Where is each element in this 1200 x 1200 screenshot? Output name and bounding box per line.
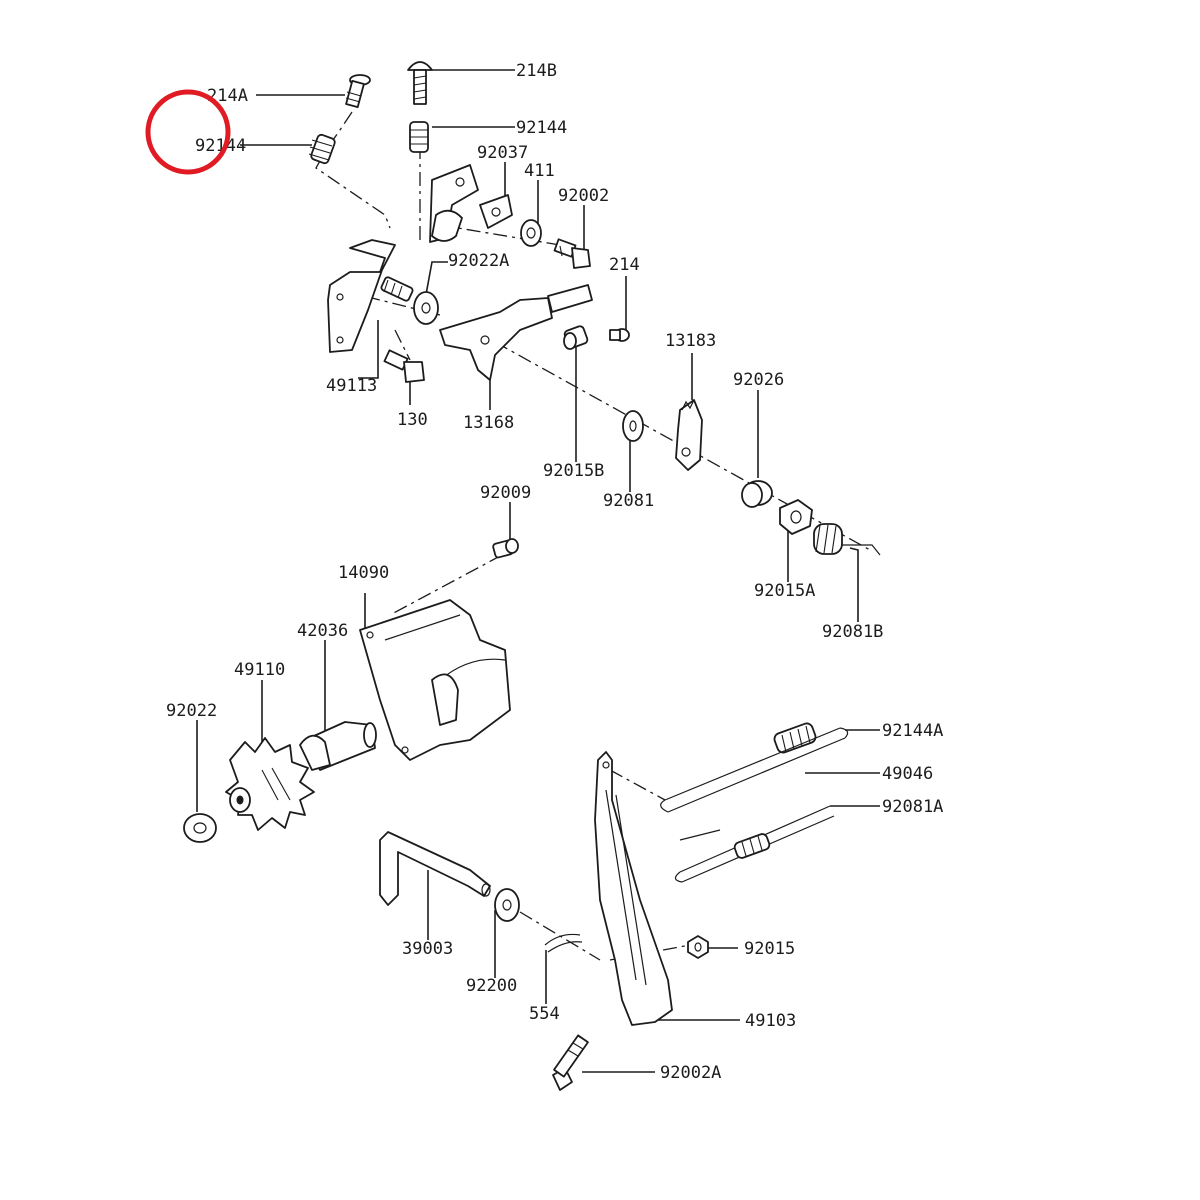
label-42036: 42036: [297, 621, 348, 641]
label-49110: 49110: [234, 660, 285, 680]
label-92144A: 92144A: [882, 721, 943, 741]
plate-49113: [327, 239, 396, 353]
leader-lines: [196, 69, 880, 1073]
label-92009: 92009: [480, 483, 531, 503]
spring-92081A: [674, 805, 835, 883]
nut-92015: [687, 935, 709, 959]
washer-92081: [622, 410, 644, 442]
label-92002: 92002: [558, 186, 609, 206]
label-214B: 214B: [516, 61, 557, 81]
label-39003: 39003: [402, 939, 453, 959]
label-92200: 92200: [466, 976, 517, 996]
nut-92015A: [779, 499, 813, 535]
lever-13168: [439, 284, 593, 381]
washer-92200: [494, 888, 520, 922]
label-13183: 13183: [665, 331, 716, 351]
label-92144-left: 92144: [195, 136, 246, 156]
label-411: 411: [524, 161, 555, 181]
washer-92022: [183, 813, 217, 843]
plate-13183: [675, 399, 703, 471]
screw-214B: [407, 61, 433, 105]
label-92037: 92037: [477, 143, 528, 163]
label-13168: 13168: [463, 413, 514, 433]
collar-92015B: [563, 325, 589, 350]
label-92081A: 92081A: [882, 797, 943, 817]
bolt-92002A: [552, 1034, 589, 1091]
crank-39003: [379, 831, 491, 906]
label-49046: 49046: [882, 764, 933, 784]
bolt-92002: [553, 238, 591, 269]
spring-92081B: [813, 523, 881, 556]
spring-92144-top: [409, 121, 429, 153]
collar-92026: [741, 480, 773, 508]
label-130: 130: [397, 410, 428, 430]
label-92015: 92015: [744, 939, 795, 959]
label-49113: 49113: [326, 376, 377, 396]
label-92081: 92081: [603, 491, 654, 511]
screw-92009: [492, 538, 519, 559]
label-92026: 92026: [733, 370, 784, 390]
screw-214: [609, 328, 630, 342]
label-214A: 214A: [207, 86, 248, 106]
label-92144-top: 92144: [516, 118, 567, 138]
assembly-center-lines: [315, 111, 871, 961]
bracket-92037: [429, 164, 513, 243]
part-labels: 214A 214B 92144 92144 92037 411 92002 92…: [166, 61, 943, 1083]
label-92015B: 92015B: [543, 461, 604, 481]
gear-49110: [225, 737, 315, 831]
label-92015A: 92015A: [754, 581, 815, 601]
lever-49103: [594, 751, 673, 1026]
spring-92144A: [773, 722, 817, 754]
label-92081B: 92081B: [822, 622, 883, 642]
washer-92022A: [380, 276, 439, 325]
washer-411: [520, 219, 542, 247]
housing-14090: [359, 599, 511, 761]
highlight-circle: [145, 89, 231, 175]
rod-49046: [660, 727, 849, 813]
label-14090: 14090: [338, 563, 389, 583]
label-49103: 49103: [745, 1011, 796, 1031]
label-92002A: 92002A: [660, 1063, 721, 1083]
label-214: 214: [609, 255, 640, 275]
pin-554: [544, 933, 583, 953]
label-92022A: 92022A: [448, 251, 509, 271]
label-92022: 92022: [166, 701, 217, 721]
shaft-42036: [299, 721, 377, 771]
bolt-130: [383, 349, 425, 383]
label-554: 554: [529, 1004, 560, 1024]
screw-214A: [345, 74, 371, 109]
spring-92144-left: [308, 133, 336, 165]
